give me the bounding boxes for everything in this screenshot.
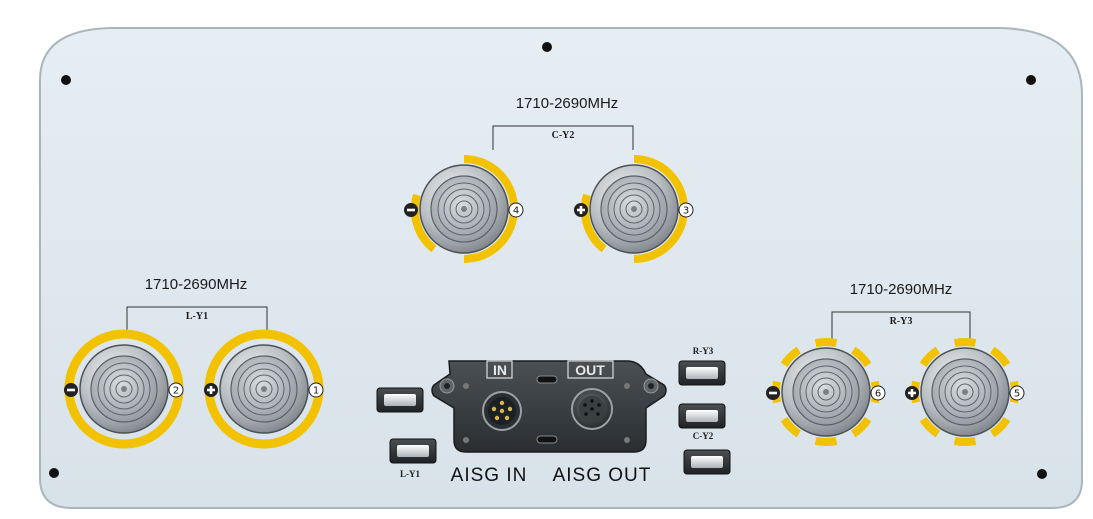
screw-hole <box>1026 75 1036 85</box>
band-right-freq: 1710-2690MHz <box>850 281 953 298</box>
aisg-out-tag: OUT <box>575 362 605 378</box>
band-right-id: R-Y3 <box>890 316 913 327</box>
aisg-in-tag: IN <box>493 362 507 378</box>
band-left-id: L-Y1 <box>186 311 208 322</box>
rcu-button-r-y3[interactable] <box>678 360 726 386</box>
port-number: 2 <box>173 386 179 397</box>
rcu-button-aisg-left[interactable] <box>376 387 424 413</box>
aisg-out-connector[interactable] <box>571 388 613 430</box>
rcu-button-c-y2[interactable] <box>683 449 731 475</box>
port-number: 5 <box>1014 389 1020 400</box>
rcu-button-l-y1[interactable] <box>389 438 437 464</box>
screw-hole <box>1037 469 1047 479</box>
rf-connector-port-3[interactable]: 3 <box>574 155 694 263</box>
rf-connector-port-6[interactable]: 6 <box>766 338 886 446</box>
band-center-freq: 1710-2690MHz <box>516 95 619 112</box>
band-center-id: C-Y2 <box>552 130 575 141</box>
rf-connector-port-4[interactable]: 4 <box>404 155 524 263</box>
port-number: 4 <box>513 206 519 217</box>
rf-connector-port-1[interactable]: 1 <box>204 329 324 449</box>
rcu-button-c-y2-top[interactable] <box>678 403 726 429</box>
rf-connector-port-5[interactable]: 5 <box>905 338 1025 446</box>
aisg-in-label: AISG IN <box>451 465 528 486</box>
screw-hole <box>49 468 59 478</box>
band-center: 1710-2690MHz C-Y2 <box>492 95 634 150</box>
aisg-out-label: AISG OUT <box>553 465 652 486</box>
screw-hole <box>61 75 71 85</box>
aisg-in-connector[interactable] <box>482 391 522 431</box>
port-number: 6 <box>875 389 881 400</box>
band-right: 1710-2690MHz R-Y3 <box>831 281 971 340</box>
screw-hole <box>542 42 552 52</box>
rcu-c-label: C-Y2 <box>693 431 714 441</box>
band-left-freq: 1710-2690MHz <box>145 276 248 293</box>
rcu-r-label: R-Y3 <box>693 346 714 356</box>
aisg-module: IN OUT <box>431 360 667 453</box>
rcu-l-label: L-Y1 <box>400 469 420 479</box>
rf-connector-port-2[interactable]: 2 <box>64 329 184 449</box>
band-left: 1710-2690MHz L-Y1 <box>126 276 268 336</box>
port-number: 1 <box>313 386 319 397</box>
port-number: 3 <box>683 206 689 217</box>
